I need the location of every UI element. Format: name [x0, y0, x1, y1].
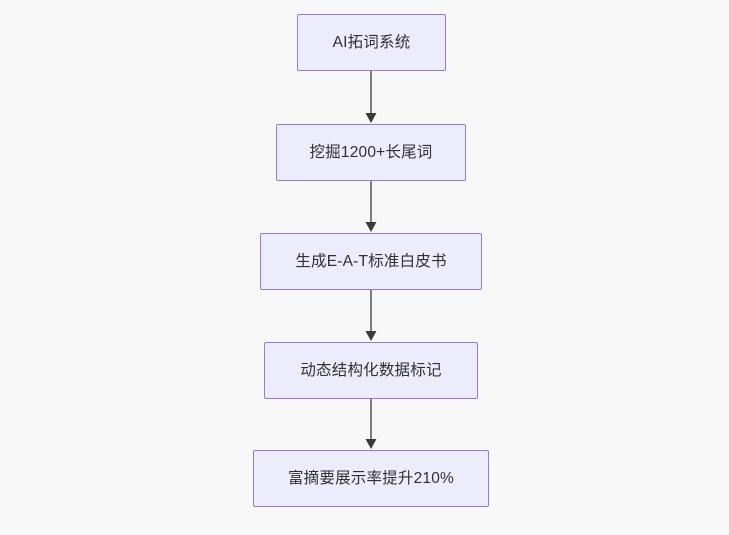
arrowhead-down-icon — [365, 331, 377, 341]
flowchart-node-structured-data-markup[interactable]: 动态结构化数据标记 — [264, 342, 478, 399]
flowchart-node-rich-snippet-result[interactable]: 富摘要展示率提升210% — [253, 450, 489, 507]
flowchart-node-longtail-mining[interactable]: 挖掘1200+长尾词 — [276, 124, 466, 181]
arrowhead-down-icon — [365, 439, 377, 449]
node-label: 动态结构化数据标记 — [300, 361, 442, 379]
edge-n2-n3 — [365, 181, 377, 232]
flowchart-node-ai-keyword-system[interactable]: AI拓词系统 — [297, 14, 446, 71]
edge-n4-n5 — [365, 399, 377, 449]
edge-n3-n4 — [365, 290, 377, 341]
node-label: 生成E-A-T标准白皮书 — [295, 252, 447, 270]
node-label: AI拓词系统 — [332, 33, 411, 51]
arrowhead-down-icon — [365, 222, 377, 232]
node-label: 富摘要展示率提升210% — [287, 469, 455, 487]
edge-n1-n2 — [365, 71, 377, 123]
node-label: 挖掘1200+长尾词 — [309, 143, 433, 161]
arrowhead-down-icon — [365, 113, 377, 123]
flowchart-node-eat-whitepaper[interactable]: 生成E-A-T标准白皮书 — [260, 233, 482, 290]
